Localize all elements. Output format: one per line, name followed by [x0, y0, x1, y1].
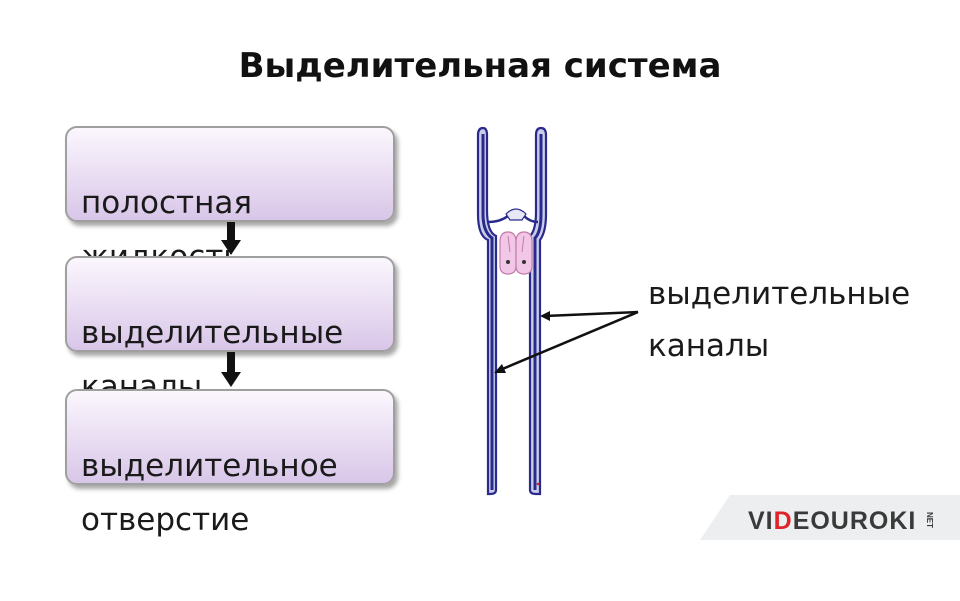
canals-label: выделительные каналы [648, 276, 911, 364]
flow-box-excretory-pore: выделительное отверстие [65, 389, 395, 538]
pointer-line [499, 310, 639, 372]
footer-band [700, 495, 960, 540]
down-arrow-icon [221, 352, 241, 387]
flame-cells [499, 231, 533, 275]
brand-logo-suffix: NET [925, 512, 934, 528]
down-arrow-icon [221, 222, 241, 255]
right-canal [528, 126, 548, 496]
pointer-line [544, 310, 639, 318]
brand-logo: VIDEOUROKI [748, 507, 917, 535]
flow-box-label: выделительное отверстие [81, 448, 338, 538]
excretory-system-illustration [476, 126, 960, 540]
slide-title: Выделительная система [238, 46, 722, 86]
